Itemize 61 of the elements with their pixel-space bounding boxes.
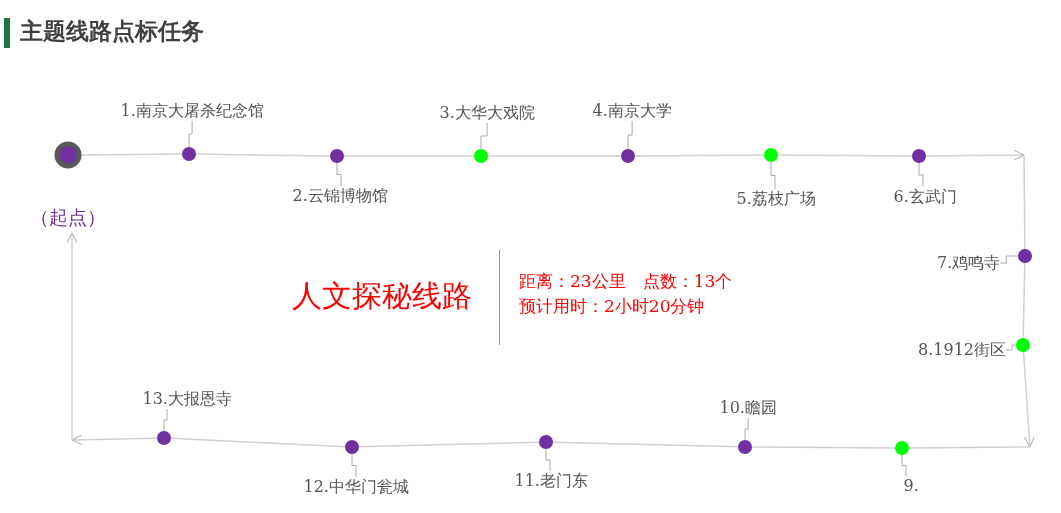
- route-line: [358, 441, 540, 448]
- stop-label: 9.: [903, 476, 919, 496]
- route-line: [80, 153, 183, 156]
- route-line: [487, 155, 622, 157]
- route-name: 人文探秘线路: [292, 277, 472, 315]
- stop-dot: [539, 435, 553, 449]
- route-info: 距离：23公里 点数：13个: [519, 270, 733, 293]
- stop-label: 3.大华大戏院: [439, 103, 535, 123]
- route-line: [1023, 154, 1026, 250]
- stop-label: 11.老门东: [514, 471, 588, 491]
- leader-line: [351, 453, 357, 478]
- route-arrow: [925, 149, 1025, 161]
- route-line: [343, 155, 475, 157]
- stop-dot: [1018, 249, 1032, 263]
- leader-line: [999, 255, 1019, 264]
- stop-dot: [1016, 338, 1030, 352]
- stop-label: 8.1912街区: [918, 340, 1006, 360]
- stop-dot: [764, 148, 778, 162]
- stop-dot: [621, 149, 635, 163]
- leader-line: [1005, 344, 1017, 351]
- leader-line: [336, 162, 342, 187]
- stop-dot: [474, 149, 488, 163]
- stop-label: 4.南京大学: [592, 101, 672, 121]
- route-line: [1022, 262, 1026, 339]
- leader-line: [744, 417, 749, 441]
- leader-line: [163, 408, 168, 432]
- stop-label: 7.鸡鸣寺: [937, 253, 1001, 273]
- stop-label: 12.中华门瓮城: [303, 477, 409, 497]
- leader-line: [480, 122, 488, 150]
- route-line: [777, 154, 913, 157]
- leader-line: [545, 448, 551, 472]
- leader-line: [770, 161, 776, 190]
- leader-line: [918, 162, 924, 188]
- stop-dot: [895, 441, 909, 455]
- stop-label: 10.瞻园: [719, 398, 777, 418]
- leader-line: [188, 120, 193, 148]
- stop-label: 2.云锦博物馆: [292, 186, 388, 206]
- route-line: [170, 437, 346, 448]
- stop-dot: [345, 440, 359, 454]
- leader-line: [627, 120, 633, 150]
- stop-dot: [912, 149, 926, 163]
- route-info: 预计用时：2小时20分钟: [519, 295, 705, 318]
- stop-label: 1.南京大屠杀纪念馆: [120, 101, 264, 121]
- route-line: [634, 154, 765, 157]
- start-label: （起点）: [30, 205, 106, 230]
- route-arrow: [71, 434, 158, 446]
- route-line: [908, 446, 1031, 449]
- stop-label: 5.荔枝广场: [736, 189, 816, 209]
- page-title: 主题线路点标任务: [20, 17, 204, 46]
- route-line: [195, 153, 331, 157]
- stop-dot: [330, 149, 344, 163]
- route-line: [552, 441, 739, 448]
- stop-label: 13.大报恩寺: [142, 389, 232, 409]
- route-arrow: [66, 232, 78, 441]
- stop-dot: [738, 440, 752, 454]
- stop-dot: [182, 147, 196, 161]
- route-arrow: [1022, 351, 1035, 448]
- stop-dot: [157, 431, 171, 445]
- stop-label: 6.玄武门: [893, 187, 957, 207]
- leader-line: [901, 454, 907, 477]
- route-line: [751, 446, 896, 449]
